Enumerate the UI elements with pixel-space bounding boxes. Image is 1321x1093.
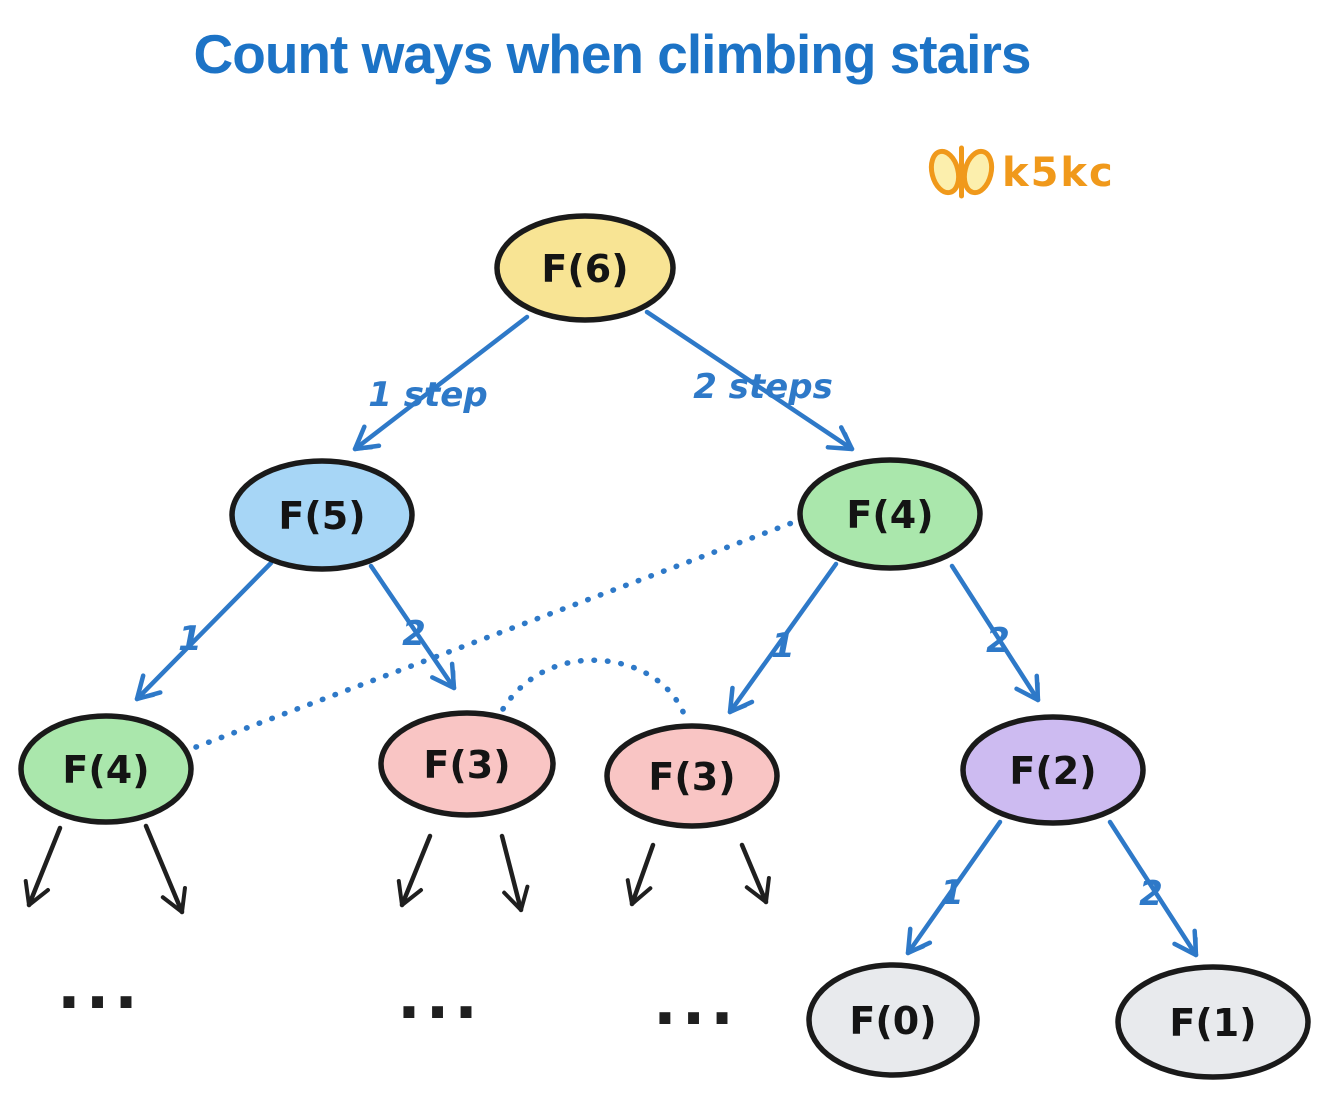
black-arrow-f3left-2 [499,833,530,913]
edge-label-f4-1: 1 [771,626,795,666]
edge-f4-f2 [949,563,1041,703]
node-f3-left-shape [378,710,556,818]
edge-label-2steps: 2 steps [693,367,833,407]
node-f3-left-label: F(3) [423,743,510,787]
node-f2: F(2) [960,714,1146,826]
node-f2-label: F(2) [1009,749,1096,793]
edge-f6-f5 [352,314,530,452]
logo-text: k5kc [1002,150,1115,196]
node-f3-right-label: F(3) [648,755,735,799]
node-f4-left-label: F(4) [62,748,149,792]
edge-label-f2-2: 2 [1139,874,1163,914]
node-f5-shape [229,458,415,572]
edge-f4-f3right [727,561,839,715]
tree-edges [134,309,1199,958]
edge-label-f2-1: 1 [940,873,964,913]
node-f6: F(6) [494,213,676,323]
node-f5: F(5) [229,458,415,572]
butterfly-icon [928,145,995,199]
edge-label-f5-1: 1 [178,619,202,659]
node-f4-right-label: F(4) [846,493,933,537]
logo: k5kc [928,145,1115,199]
memo-link-f4 [193,518,800,750]
node-f3-right-shape [604,723,780,829]
node-f4-right: F(4) [797,457,983,571]
node-f3-right: F(3) [604,723,780,829]
node-f0-label: F(0) [849,999,936,1043]
node-f1-label: F(1) [1169,1001,1256,1045]
black-arrow-f3right-1 [625,842,656,907]
edge-labels: 1 step 2 steps 1 2 1 2 1 2 [178,367,1163,914]
ellipsis-left: ... [57,950,143,1023]
node-f4-right-shape [797,457,983,571]
node-f6-shape [494,213,676,323]
edge-f6-f4 [644,309,855,452]
edge-label-f4-2: 2 [986,621,1010,661]
edge-label-f5-2: 2 [402,614,426,654]
edge-f2-f1 [1107,819,1199,958]
node-f4-left-shape [18,713,194,825]
node-f1-shape [1115,964,1311,1080]
node-f4-left: F(4) [18,713,194,825]
node-f3-left: F(3) [378,710,556,818]
continuation-arrows [23,823,771,915]
tree-nodes: F(6) F(5) F(4) F(4) F(3) F(3) [18,213,1311,1080]
node-f5-label: F(5) [278,494,365,538]
node-f1: F(1) [1115,964,1311,1080]
node-f0-shape [806,962,980,1078]
edge-label-1step: 1 step [368,375,487,415]
node-f2-shape [960,714,1146,826]
edge-f2-f0 [905,819,1003,956]
node-f0: F(0) [806,962,980,1078]
ellipsis-middle: ... [397,960,483,1033]
ellipsis-group: ... ... ... [57,950,739,1039]
edge-f5-f3left [368,563,457,691]
black-arrow-f3right-2 [739,842,771,905]
page-title: Count ways when climbing stairs [194,23,1031,85]
black-arrow-f3left-1 [396,833,433,908]
ellipsis-right: ... [653,966,739,1039]
black-arrow-f4left-1 [23,825,63,908]
edge-f5-f4left [134,560,274,702]
node-f6-label: F(6) [541,247,628,291]
black-arrow-f4left-2 [143,823,187,915]
memo-link-f3 [500,657,687,717]
